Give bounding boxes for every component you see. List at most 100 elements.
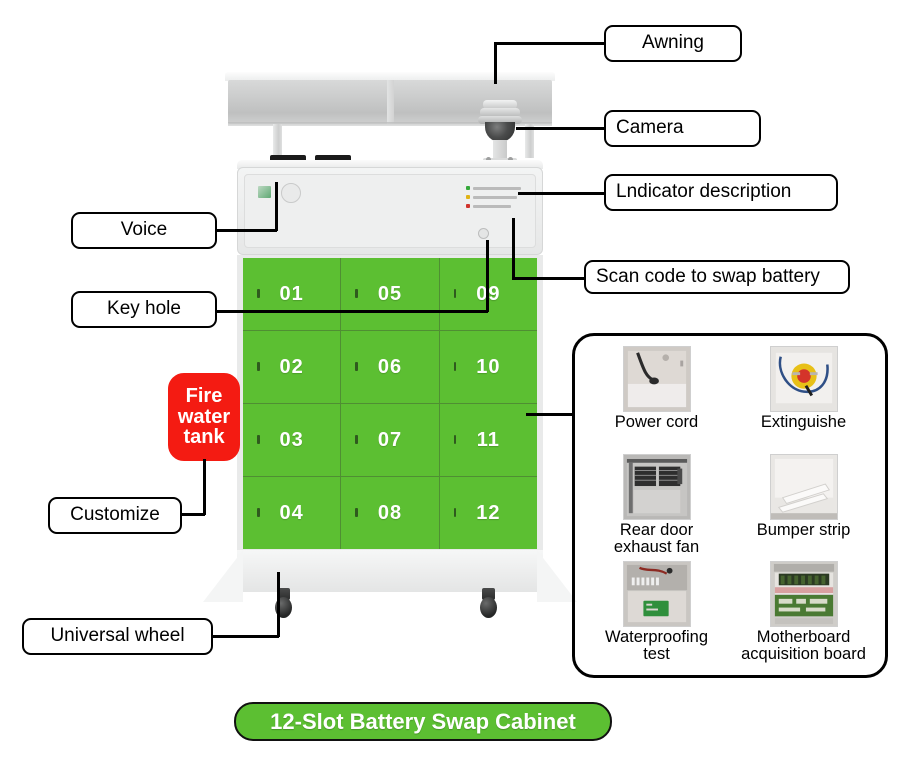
awning-underside: [228, 122, 552, 126]
locker-door-03[interactable]: 03: [243, 404, 341, 476]
callout-indicator-label: Lndicator description: [616, 181, 792, 203]
indicator-line-yellow: [466, 195, 517, 199]
leader-voice-horizontal: [217, 229, 277, 232]
photo-item-caption: Bumper strip: [756, 520, 851, 539]
motherboard-acquisition-board-photo: [769, 561, 838, 628]
leader-scan-horizontal: [512, 277, 584, 280]
leader-wheel-horizontal: [213, 635, 279, 638]
indicator-line-red: [466, 204, 511, 208]
locker-key-hole[interactable]: [355, 289, 358, 298]
locker-key-hole[interactable]: [453, 289, 457, 298]
callout-awning-label: Awning: [642, 32, 704, 54]
camera-housing-ring-top: [483, 100, 517, 109]
locker-number: 10: [476, 355, 501, 378]
locker-key-hole[interactable]: [257, 435, 260, 444]
locker-door-04[interactable]: 04: [243, 477, 341, 549]
camera-mount-bolt-left: [486, 157, 491, 162]
waterproofing-test-photo: [622, 561, 691, 628]
locker-key-hole[interactable]: [257, 508, 260, 517]
fire-water-tank-badge: Fire water tank: [168, 373, 240, 461]
awning-support-post-left: [273, 124, 282, 158]
cabinet-head-panel: [237, 167, 543, 306]
callout-voice[interactable]: Voice: [71, 212, 217, 249]
locker-number: 07: [377, 428, 403, 451]
leader-camera: [516, 127, 604, 130]
leader-voice-vertical: [275, 182, 278, 231]
locker-key-hole[interactable]: [453, 508, 457, 517]
rear-door-exhaust-fan-photo: [622, 453, 691, 520]
camera-mount-stem: [493, 140, 507, 160]
awning-roof-top: [225, 72, 555, 81]
locker-door-08[interactable]: 08: [341, 477, 439, 549]
locker-key-hole[interactable]: [257, 362, 260, 371]
awning-seam: [387, 80, 394, 124]
cabinet-base: [237, 550, 543, 592]
title-banner-label: 12-Slot Battery Swap Cabinet: [270, 708, 576, 734]
locker-number: 03: [279, 428, 304, 451]
bumper-strip-photo: [769, 453, 838, 520]
leader-scan-vertical: [512, 218, 515, 278]
locker-door-07[interactable]: 07: [341, 404, 439, 476]
callout-scan-code[interactable]: Scan code to swap battery: [584, 260, 850, 294]
photo-item-2: Extinguishe: [730, 346, 877, 454]
callout-voice-label: Voice: [120, 219, 168, 241]
locker-number: 06: [377, 355, 403, 378]
locker-key-hole[interactable]: [257, 289, 260, 298]
fire-badge-line-1: Fire: [185, 385, 223, 408]
callout-scan-code-label: Scan code to swap battery: [596, 265, 820, 287]
callout-awning[interactable]: Awning: [604, 25, 742, 62]
leader-customize-horizontal: [182, 513, 205, 516]
locker-number: 04: [279, 501, 304, 524]
locker-key-hole[interactable]: [355, 508, 358, 517]
locker-number: 08: [377, 501, 403, 524]
locker-number: 11: [476, 428, 500, 451]
universal-wheel-right: [480, 588, 497, 618]
certification-sticker: [258, 186, 271, 198]
title-banner: 12-Slot Battery Swap Cabinet: [234, 702, 612, 741]
locker-number: 05: [377, 282, 403, 305]
camera-mount-bolt-right: [508, 157, 513, 162]
locker-door-11[interactable]: 11: [439, 404, 537, 476]
locker-number: 12: [476, 501, 501, 524]
callout-customize[interactable]: Customize: [48, 497, 182, 534]
locker-door-10[interactable]: 10: [439, 331, 537, 403]
callout-universal-wheel[interactable]: Universal wheel: [22, 618, 213, 655]
awning-support-post-right: [525, 124, 534, 158]
locker-number: 01: [279, 282, 304, 305]
fire-badge-line-3: tank: [183, 426, 225, 449]
locker-key-hole[interactable]: [355, 362, 358, 371]
cabinet-foot-right: [537, 550, 577, 602]
fire-badge-line-2: water: [177, 405, 231, 428]
extinguisher-photo: [769, 346, 838, 412]
dome-camera: [477, 100, 523, 163]
locker-door-02[interactable]: 02: [243, 331, 341, 403]
callout-camera-label: Camera: [616, 117, 684, 139]
cabinet-key-hole[interactable]: [478, 228, 489, 239]
battery-swap-cabinet: 010509020610030711040812: [203, 72, 577, 632]
leader-keyhole-horizontal: [217, 310, 488, 313]
locker-door-05[interactable]: 05: [341, 258, 439, 330]
locker-number: 02: [279, 355, 304, 378]
locker-door-01[interactable]: 01: [243, 258, 341, 330]
callout-key-hole[interactable]: Key hole: [71, 291, 217, 328]
leader-wheel-vertical: [277, 572, 280, 637]
leader-photo-panel: [526, 413, 574, 416]
leader-keyhole-vertical: [486, 240, 489, 312]
callout-camera[interactable]: Camera: [604, 110, 761, 147]
top-vent-strip-right: [315, 155, 351, 163]
callout-indicator-description[interactable]: Lndicator description: [604, 174, 838, 211]
locker-key-hole[interactable]: [453, 435, 457, 444]
locker-key-hole[interactable]: [453, 362, 457, 371]
locker-key-hole[interactable]: [355, 435, 358, 444]
camera-lens-dome: [485, 122, 515, 142]
locker-door-06[interactable]: 06: [341, 331, 439, 403]
locker-door-grid: 010509020610030711040812: [237, 255, 543, 552]
locker-door-12[interactable]: 12: [439, 477, 537, 549]
voice-speaker[interactable]: [281, 183, 301, 203]
indicator-line-green: [466, 186, 521, 190]
